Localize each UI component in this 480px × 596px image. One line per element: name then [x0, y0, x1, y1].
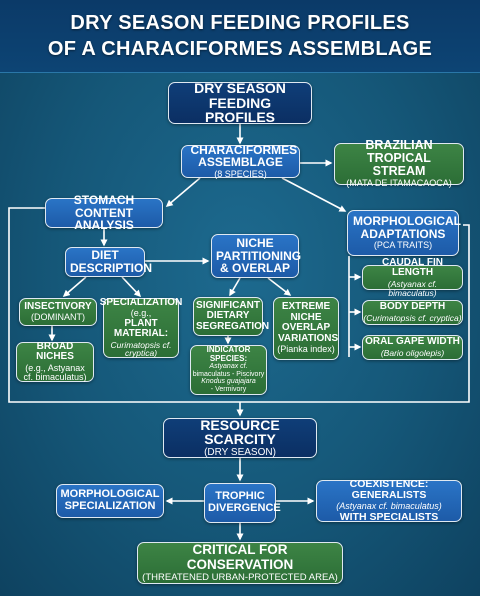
node-oral-gape-width: ORAL GAPE WIDTH (Bario oligolepis) [362, 335, 463, 360]
node-body-depth: BODY DEPTH (Curimatopsis cf. cryptica) [362, 300, 463, 325]
indicator-line-4: - Vermivory [210, 386, 247, 394]
indicator-line-1: Astyanax cf. [209, 363, 248, 371]
node-sublabel: (PCA TRAITS) [373, 240, 433, 251]
node-label: CRITICAL FOR CONSERVATION [186, 542, 294, 572]
page-title-line-1: DRY SEASON FEEDING PROFILES [70, 12, 410, 34]
node-resource-scarcity: RESOURCE SCARCITY (DRY SEASON) [163, 416, 317, 458]
node-morphological-specialization: MORPHOLOGICAL SPECIALIZATION [56, 484, 164, 518]
node-label: NICHE PARTITIONING & OVERLAP [216, 236, 302, 276]
node-label: STOMACH CONTENT ANALYSIS [73, 193, 135, 233]
node-extreme-niche-overlap: EXTREME NICHE OVERLAP VARIATIONS (Pianka… [273, 297, 339, 360]
node-label-2: WITH SPECIALISTS [339, 510, 439, 523]
node-characiformes-assemblage: CHARACIFORMES ASSEMBLAGE (8 SPECIES) [181, 142, 300, 179]
node-sublabel: (Pianka index) [277, 344, 335, 355]
node-label: CHARACIFORMES ASSEMBLAGE [190, 142, 298, 170]
node-label: BODY DEPTH [379, 301, 446, 313]
node-trophic-divergence: TROPHIC DIVERGENCE [204, 483, 281, 523]
node-niche-partitioning: NICHE PARTITIONING & OVERLAP [211, 234, 302, 278]
node-sublabel: (e.g., [130, 308, 152, 319]
node-sublabel: (Bario oligolepis) [380, 347, 445, 358]
node-insectivory: INSECTIVORY (DOMINANT) [19, 298, 97, 326]
node-label: DRY SEASON FEEDING PROFILES [194, 79, 286, 126]
node-label: DIET DESCRIPTION [70, 248, 153, 275]
node-sublabel: (THREATENED URBAN-PROTECTED AREA) [142, 571, 338, 583]
node-sublabel: (Curimatopsis cf. cryptica) [363, 312, 462, 323]
node-label: SPECIALIZATION [99, 296, 183, 308]
node-label: INDICATOR SPECIES: [206, 345, 251, 363]
node-label: BRAZILIAN TROPICAL STREAM [365, 138, 433, 179]
node-coexistence: COEXISTENCE: GENERALISTS (Astyanax cf. b… [316, 478, 462, 523]
node-significant-dietary-segregation: SIGNIFICANT DIETARY SEGREGATION [193, 297, 270, 336]
node-sublabel: (DOMINANT) [31, 312, 85, 323]
node-label: MORPHOLOGICAL SPECIALIZATION [60, 488, 160, 512]
node-sublabel: (Astyanax cf. bimaculatus) [387, 278, 438, 298]
node-label: CAUDAL FIN LENGTH [382, 256, 443, 279]
node-label: MORPHOLOGICAL ADAPTATIONS [353, 214, 461, 241]
node-morphological-adaptations: MORPHOLOGICAL ADAPTATIONS (PCA TRAITS) [347, 210, 461, 256]
node-sublabel: (MATA DE ITAMACAOCA) [346, 178, 452, 189]
node-label: RESOURCE SCARCITY [200, 416, 280, 448]
node-label: COEXISTENCE: GENERALISTS [349, 478, 429, 502]
node-caudal-fin-length: CAUDAL FIN LENGTH (Astyanax cf. bimacula… [362, 257, 463, 297]
node-sublabel: (e.g., Astyanax cf. bimaculatus) [23, 362, 87, 382]
node-label: BROAD NICHES [36, 340, 74, 363]
header-banner [0, 0, 480, 73]
indicator-line-3: Knodus guajajara [201, 378, 256, 386]
node-label: INSECTIVORY [24, 300, 92, 312]
node-critical-for-conservation: CRITICAL FOR CONSERVATION (THREATENED UR… [137, 542, 343, 584]
node-stomach-content-analysis: STOMACH CONTENT ANALYSIS [45, 194, 163, 232]
node-sublabel: (Astyanax cf. bimaculatus) [336, 501, 442, 512]
node-diet-description: DIET DESCRIPTION [65, 247, 153, 277]
node-sublabel: (DRY SEASON) [204, 446, 276, 458]
node-indicator-species: INDICATOR SPECIES: Astyanax cf. bimacula… [190, 345, 267, 395]
node-label: SIGNIFICANT DIETARY SEGREGATION [196, 299, 270, 332]
node-brazilian-tropical-stream: BRAZILIAN TROPICAL STREAM (MATA DE ITAMA… [334, 138, 464, 189]
node-specialization: SPECIALIZATION (e.g., PLANT MATERIAL: Cu… [100, 297, 182, 359]
node-broad-niches: BROAD NICHES (e.g., Astyanax cf. bimacul… [16, 340, 94, 382]
node-dry-season-feeding-profiles: DRY SEASON FEEDING PROFILES [168, 79, 312, 126]
node-label-2: PLANT MATERIAL: [113, 317, 169, 340]
node-sublabel-2: Curimatopsis cf. cryptica) [110, 339, 172, 359]
node-label: EXTREME NICHE OVERLAP VARIATIONS [278, 301, 339, 344]
indicator-line-2: bimaculatus - Piscivory [192, 370, 265, 378]
node-label: ORAL GAPE WIDTH [365, 336, 460, 348]
node-label: TROPHIC DIVERGENCE [208, 490, 281, 514]
node-sublabel: (8 SPECIES) [214, 168, 267, 179]
page-title-line-2: OF A CHARACIFORMES ASSEMBLAGE [47, 38, 433, 60]
